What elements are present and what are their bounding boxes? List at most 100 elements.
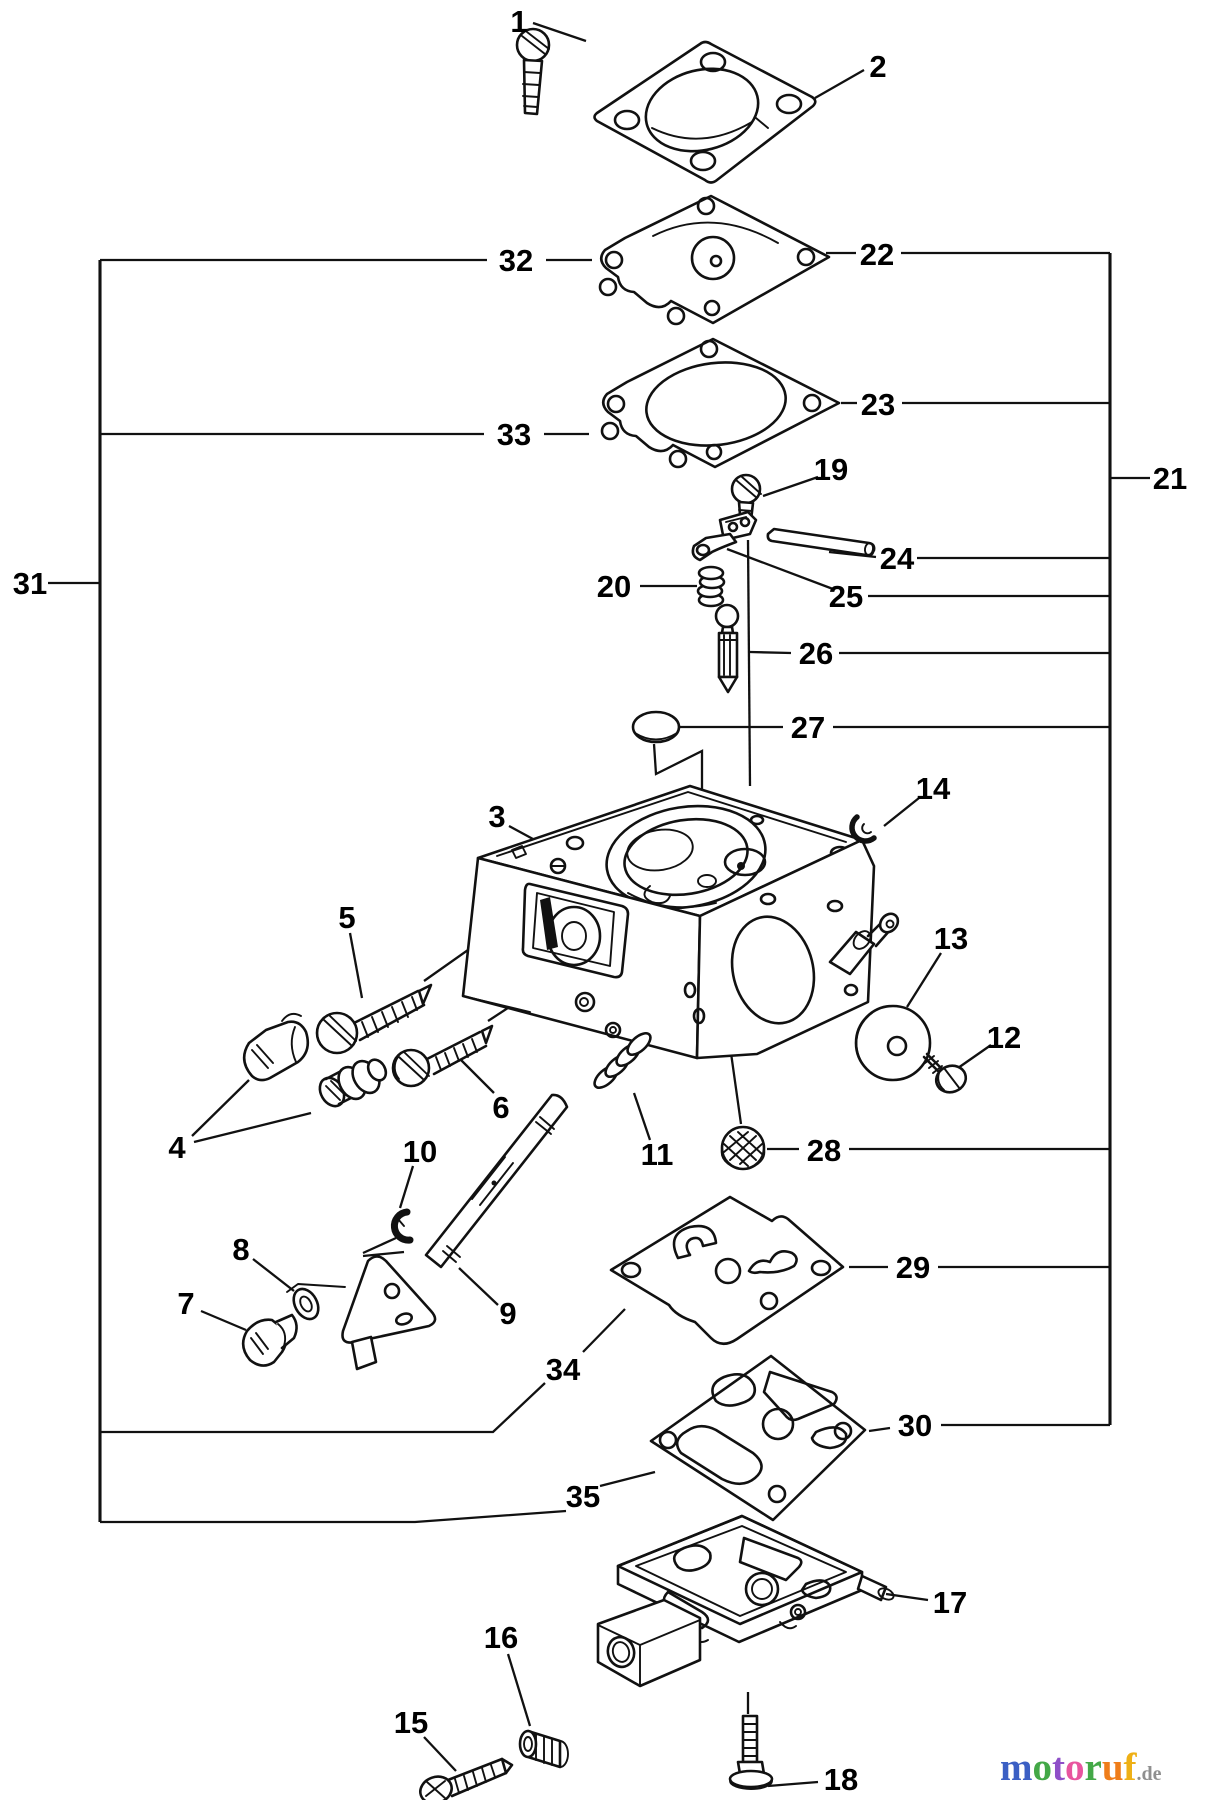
callout-31: 31: [13, 566, 47, 601]
callout-17: 17: [933, 1585, 967, 1620]
leader-line-7: [200, 1309, 247, 1332]
leader-line-4a: [191, 1079, 250, 1137]
leader-line-4b: [193, 1111, 312, 1144]
logo-suffix: .de: [1136, 1763, 1162, 1785]
callout-2: 2: [869, 49, 886, 84]
callout-19: 19: [814, 452, 848, 487]
part-7-shaft-plug: [241, 1313, 298, 1367]
callout-33: 33: [497, 417, 531, 452]
leader-line-body-to-screen: [729, 1052, 743, 1125]
callout-11: 11: [641, 1137, 674, 1172]
part-28-inlet-screen: [720, 1125, 766, 1171]
callout-20: 20: [597, 569, 631, 604]
callout-4: 4: [168, 1130, 186, 1165]
leader-line-8: [252, 1258, 295, 1292]
callout-32: 32: [499, 243, 533, 278]
callout-13: 13: [934, 921, 968, 956]
leader-line-35b: [100, 1509, 567, 1524]
logo-letter: m: [1000, 1746, 1033, 1789]
callout-26: 26: [799, 636, 833, 671]
part-25-metering-lever: [691, 510, 758, 562]
callout-22: 22: [860, 237, 894, 272]
callout-29: 29: [896, 1250, 930, 1285]
leader-line-10-v2: [362, 1250, 405, 1258]
part-5-idle-mixture-screw: [315, 983, 433, 1055]
part-11-mixture-spring: [593, 1031, 652, 1090]
logo-letter: t: [1052, 1746, 1065, 1789]
callout-1: 1: [510, 4, 527, 39]
leader-line-15: [423, 1736, 457, 1772]
part-8-washer: [292, 1287, 320, 1321]
leader-line-2: [814, 69, 865, 99]
part-15-tapping-screw: [419, 1757, 514, 1800]
logo-letter: u: [1101, 1746, 1124, 1789]
part-17-pump-body-cover: [596, 1514, 895, 1688]
part-12-cover-screw: [922, 1052, 968, 1094]
leader-line-9: [458, 1267, 499, 1306]
leader-line-34a: [582, 1308, 626, 1353]
part-10-e-clip: [390, 1208, 414, 1244]
leader-line-30a: [868, 1426, 891, 1433]
callout-9: 9: [499, 1296, 516, 1331]
part-14-clip: [849, 814, 877, 844]
leader-line-26a: [749, 650, 792, 655]
part-33-pump-gasket: [600, 337, 841, 469]
callout-15: 15: [394, 1705, 428, 1740]
callout-30: 30: [898, 1408, 932, 1443]
logo-letter: f: [1123, 1746, 1137, 1789]
callout-3: 3: [488, 799, 505, 834]
part-2-fuel-pump-cover: [593, 40, 817, 184]
part-29-metering-diaphragm: [609, 1195, 845, 1346]
part-4-limiter-caps: [242, 1012, 388, 1108]
leader-line-18: [767, 1780, 819, 1788]
kit-brackets: [98, 253, 1112, 1522]
logo-letter: r: [1084, 1746, 1102, 1789]
callout-12: 12: [987, 1020, 1021, 1055]
callout-5: 5: [338, 900, 355, 935]
part-32-pump-diaphragm: [598, 194, 831, 326]
logo-letter: o: [1032, 1746, 1053, 1789]
part-30-metering-gasket: [649, 1354, 867, 1522]
leader-line-axis-26-27: [746, 539, 752, 787]
leader-line-34b: [100, 1382, 546, 1434]
leader-line-19: [762, 475, 819, 498]
callout-16: 16: [484, 1620, 518, 1655]
part-26-inlet-needle: [714, 603, 740, 694]
leader-line-1: [532, 21, 587, 43]
leader-lines: [48, 21, 1150, 1788]
callout-28: 28: [807, 1133, 841, 1168]
callout-8: 8: [232, 1232, 249, 1267]
callout-34: 34: [546, 1352, 581, 1387]
part-24-metering-lever-pin: [766, 527, 876, 557]
part-16-threaded-insert: [518, 1729, 569, 1769]
callout-7: 7: [177, 1286, 194, 1321]
callout-27: 27: [791, 710, 825, 745]
part-3-carburetor-body: [461, 784, 900, 1060]
part-13-diaphragm-cover-disc: [854, 1004, 932, 1082]
part-27-welch-plug: [631, 710, 681, 744]
leader-line-35a: [599, 1470, 656, 1488]
callout-14: 14: [916, 771, 951, 806]
logo-letter: o: [1065, 1746, 1085, 1789]
part-1-pump-cover-screw: [515, 27, 551, 116]
leader-line-25a: [726, 547, 834, 591]
part-6-high-speed-mixture-screw: [391, 1024, 494, 1088]
callout-24: 24: [880, 541, 915, 576]
callout-18: 18: [824, 1762, 858, 1797]
callout-23: 23: [861, 387, 895, 422]
leader-line-10: [398, 1165, 415, 1209]
leader-line-13: [906, 952, 942, 1008]
leader-line-11: [632, 1092, 652, 1141]
leader-line-12: [957, 1044, 992, 1069]
leader-line-5: [348, 932, 364, 999]
leader-line-14a: [883, 797, 920, 827]
leader-line-16: [506, 1653, 532, 1727]
callout-6: 6: [492, 1090, 509, 1125]
part-18-cover-screw: [728, 1714, 774, 1790]
leader-line-6: [460, 1059, 495, 1094]
callout-21: 21: [1153, 461, 1187, 496]
